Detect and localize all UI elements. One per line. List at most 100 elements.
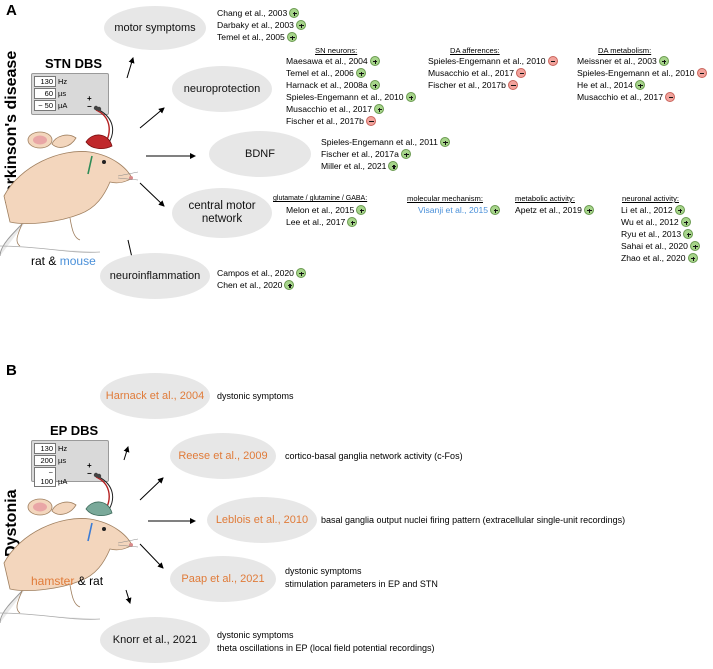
ref-item: Temel et al., 2006 bbox=[286, 68, 366, 78]
plus-badge-icon bbox=[347, 217, 358, 227]
ref-item: Visanji et al., 2015 bbox=[418, 205, 501, 215]
stim-unit: Hz bbox=[58, 77, 68, 86]
plus-badge-icon bbox=[374, 104, 384, 114]
ref-item: Lee et al., 2017 bbox=[286, 217, 358, 227]
da-afferences-header: DA afferences: bbox=[450, 46, 500, 55]
stim-value: 60 bbox=[34, 88, 56, 99]
ref-item: Meissner et al., 2003 bbox=[577, 56, 669, 66]
ref-text: Chen et al., 2020 bbox=[217, 280, 283, 290]
stim-unit: Hz bbox=[58, 444, 68, 453]
plus-badge-icon bbox=[388, 161, 399, 171]
ref-item: Chang et al., 2003 bbox=[217, 8, 300, 18]
ref-item: Ryu et al., 2013 bbox=[621, 229, 694, 239]
ref-item: Spieles-Engemann et al., 2010 bbox=[577, 68, 707, 78]
ref-text: Musacchio et al., 2017 bbox=[286, 104, 372, 114]
sn-neurons-header: SN neurons: bbox=[315, 46, 358, 55]
ref-text: Temel et al., 2006 bbox=[286, 68, 354, 78]
stim-unit: µs bbox=[58, 89, 67, 98]
plus-badge-icon bbox=[356, 205, 367, 215]
ref-text: Maesawa et al., 2004 bbox=[286, 56, 368, 66]
ref-item: Li et al., 2012 bbox=[621, 205, 685, 215]
minus-badge-icon bbox=[365, 116, 376, 126]
hamster-label: hamster bbox=[31, 574, 75, 588]
ref-item: Spieles-Engemann et al., 2011 bbox=[321, 137, 450, 147]
metabolic-activity-header: metabolic activity: bbox=[515, 194, 575, 203]
ref-text: Fischer et al., 2017b bbox=[428, 80, 506, 90]
stim-value: 130 bbox=[34, 443, 56, 454]
plus-badge-icon bbox=[284, 280, 295, 290]
ref-text: Spieles-Engemann et al., 2010 bbox=[577, 68, 695, 78]
reese-text: cortico-basal ganglia network activity (… bbox=[285, 451, 463, 461]
neuroinflammation-node: neuroinflammation bbox=[100, 253, 210, 299]
polarity-minus: − bbox=[87, 102, 92, 111]
species-label: hamster & rat bbox=[31, 574, 103, 588]
ref-item: Campos et al., 2020 bbox=[217, 268, 306, 278]
ref-text: Spieles-Engemann et al., 2010 bbox=[286, 92, 404, 102]
harnack-text: dystonic symptoms bbox=[217, 391, 294, 401]
knorr-node: Knorr et al., 2021 bbox=[100, 617, 210, 663]
ref-text: Zhao et al., 2020 bbox=[621, 253, 686, 263]
ref-text: He et al., 2014 bbox=[577, 80, 633, 90]
minus-badge-icon bbox=[547, 56, 558, 66]
da-metabolism-header: DA metabolism: bbox=[598, 46, 652, 55]
polarity-plus: + bbox=[87, 461, 92, 470]
plus-badge-icon bbox=[583, 205, 594, 215]
ref-item: Apetz et al., 2019 bbox=[515, 205, 594, 215]
leblois-text: basal ganglia output nuclei firing patte… bbox=[321, 515, 626, 525]
minus-badge-icon bbox=[665, 92, 675, 102]
ref-text: Lee et al., 2017 bbox=[286, 217, 346, 227]
ref-text: Melon et al., 2015 bbox=[286, 205, 355, 215]
ref-text: Fischer et al., 2017a bbox=[321, 149, 399, 159]
ref-item: Musacchio et al., 2017 bbox=[428, 68, 526, 78]
ref-item: Wu et al., 2012 bbox=[621, 217, 691, 227]
ref-text: Ryu et al., 2013 bbox=[621, 229, 682, 239]
paap-text-1: dystonic symptoms bbox=[285, 566, 362, 576]
ref-text: Fischer et al., 2017b bbox=[286, 116, 364, 126]
glutamate-header: glutamate / glutamine / GABA: bbox=[273, 195, 368, 202]
paap-node: Paap et al., 2021 bbox=[170, 556, 276, 602]
plus-badge-icon bbox=[680, 217, 691, 227]
neuronal-activity-header: neuronal activity: bbox=[622, 194, 679, 203]
ref-item: Fischer et al., 2017b bbox=[428, 80, 518, 90]
ref-item: Fischer et al., 2017b bbox=[286, 116, 376, 126]
harnack-node: Harnack et al., 2004 bbox=[100, 373, 210, 419]
minus-badge-icon bbox=[516, 68, 526, 78]
stim-unit: µA bbox=[58, 477, 68, 486]
ref-text: Visanji et al., 2015 bbox=[418, 205, 489, 215]
ref-item: Miller et al., 2021 bbox=[321, 161, 399, 171]
plus-badge-icon bbox=[674, 205, 685, 215]
ref-item: Maesawa et al., 2004 bbox=[286, 56, 380, 66]
plus-badge-icon bbox=[369, 80, 380, 90]
plus-badge-icon bbox=[295, 268, 306, 278]
bdnf-node: BDNF bbox=[209, 131, 311, 177]
ref-item: Chen et al., 2020 bbox=[217, 280, 295, 290]
plus-badge-icon bbox=[355, 68, 366, 78]
plus-badge-icon bbox=[634, 80, 645, 90]
ref-text: Harnack et al., 2008a bbox=[286, 80, 368, 90]
central-line2: network bbox=[201, 213, 243, 225]
minus-badge-icon bbox=[507, 80, 518, 90]
panel-b-letter: B bbox=[6, 362, 17, 379]
rat-label: rat bbox=[89, 574, 104, 588]
ref-item: Spieles-Engemann et al., 2010 bbox=[286, 92, 416, 102]
stim-value: 200 bbox=[34, 455, 56, 466]
ref-text: Spieles-Engemann et al., 2010 bbox=[428, 56, 546, 66]
ref-text: Darbaky et al., 2003 bbox=[217, 20, 294, 30]
plus-badge-icon bbox=[689, 241, 700, 251]
stim-value: 130 bbox=[34, 76, 56, 87]
plus-badge-icon bbox=[289, 8, 300, 18]
ep-dbs-title: EP DBS bbox=[50, 423, 99, 438]
ref-text: Sahai et al., 2020 bbox=[621, 241, 688, 251]
rat-label: rat bbox=[31, 254, 46, 268]
stim-value: ~ 50 bbox=[34, 100, 56, 111]
ref-text: Wu et al., 2012 bbox=[621, 217, 679, 227]
ref-text: Campos et al., 2020 bbox=[217, 268, 294, 278]
panel-a-letter: A bbox=[6, 2, 17, 19]
polarity-plus: + bbox=[87, 94, 92, 103]
ref-item: Temel et al., 2005 bbox=[217, 32, 297, 42]
